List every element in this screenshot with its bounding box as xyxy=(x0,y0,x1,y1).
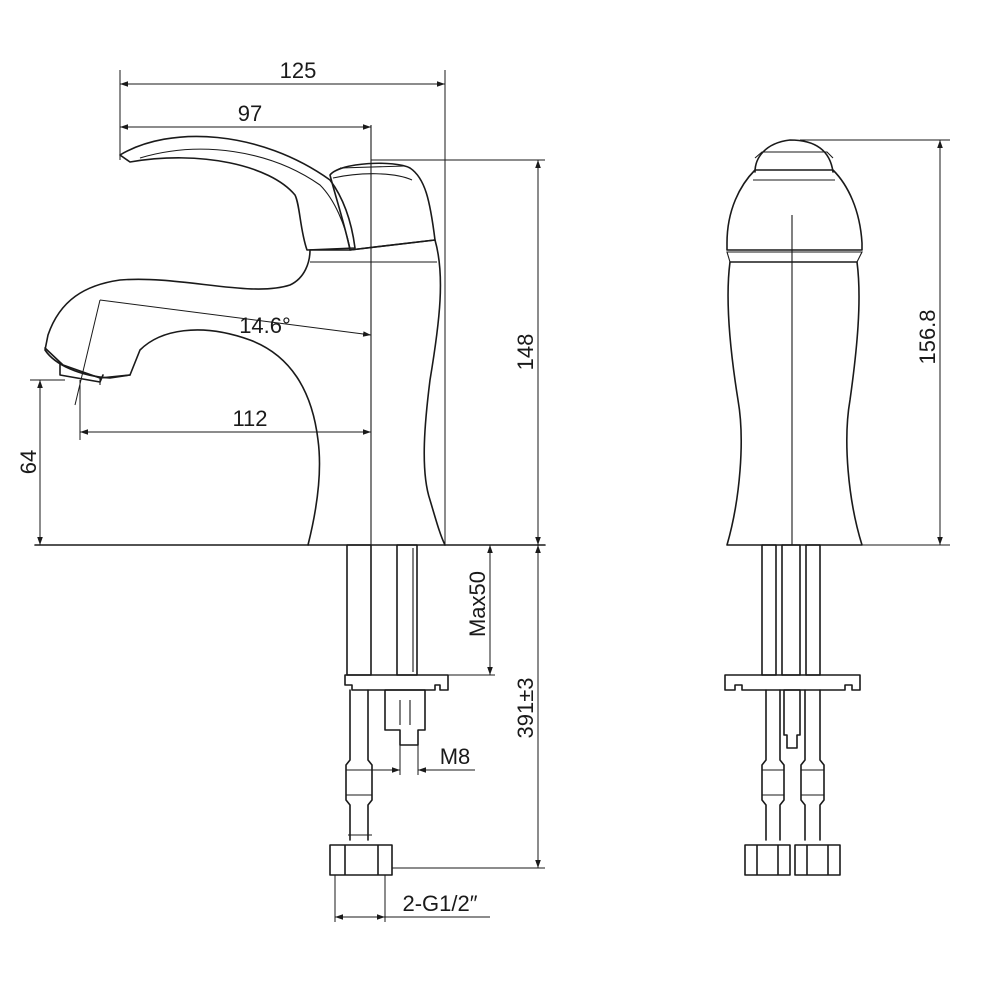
aerator xyxy=(44,347,131,383)
spout-height-label: 64 xyxy=(16,450,41,474)
deck-thickness-label: Max50 xyxy=(465,571,490,637)
mounting-stud-sleeve xyxy=(396,544,418,676)
front-view: 125 97 14.6° 112 64 148 Max50 391±3 xyxy=(16,58,546,922)
side-hose-nuts xyxy=(744,844,841,876)
side-height-label: 156.8 xyxy=(915,309,940,364)
side-bracket xyxy=(724,674,861,691)
mounting-stem xyxy=(346,544,372,676)
supply-hose xyxy=(345,689,373,841)
stud-nut xyxy=(384,689,426,746)
overall-length-label: 125 xyxy=(280,58,317,83)
faucet-body xyxy=(44,239,446,546)
hose-connection-label: 2-G1/2″ xyxy=(402,891,477,916)
side-cap-top xyxy=(754,139,834,173)
side-hoses xyxy=(761,689,825,841)
body-height-label: 148 xyxy=(513,334,538,371)
side-cap xyxy=(726,169,863,251)
spout-reach-label: 112 xyxy=(232,406,267,431)
handle-cap xyxy=(329,162,436,251)
spout-angle-label: 14.6° xyxy=(239,313,291,338)
side-body xyxy=(726,261,863,546)
side-view: 156.8 xyxy=(724,139,950,876)
lever-handle xyxy=(119,135,356,251)
handle-length-label: 97 xyxy=(238,101,262,126)
side-stud xyxy=(783,689,801,749)
hose-length-label: 391±3 xyxy=(513,677,538,738)
mounting-bracket xyxy=(344,674,449,691)
hose-nut xyxy=(329,844,393,876)
stud-thread-label: M8 xyxy=(440,744,471,769)
